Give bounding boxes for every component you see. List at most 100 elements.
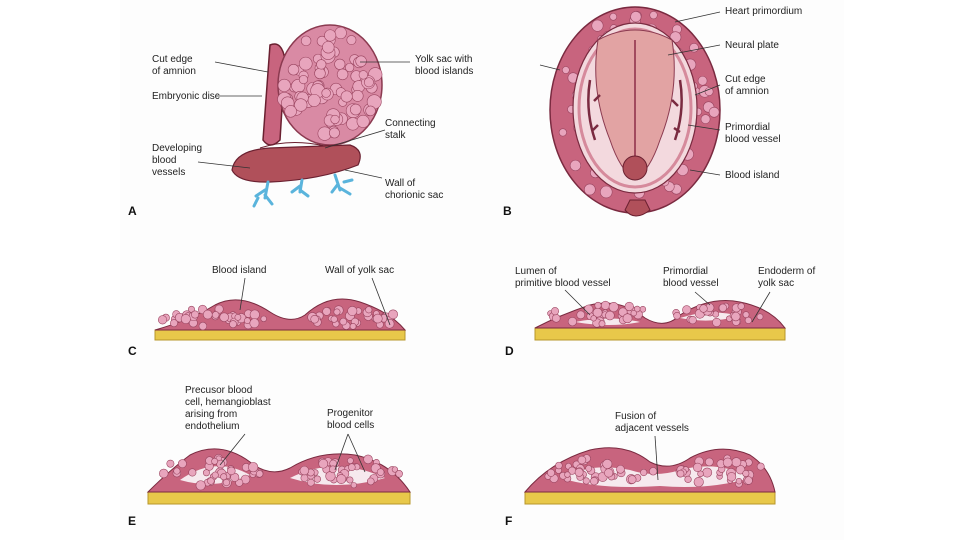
tissue-cell <box>365 105 376 117</box>
tissue-cell <box>569 159 582 172</box>
panel-b-drawing <box>549 6 721 217</box>
tissue-cell <box>350 482 357 489</box>
tissue-cell <box>170 319 178 328</box>
tissue-cell <box>624 301 634 312</box>
tissue-cell <box>294 98 308 112</box>
tissue-cell <box>299 465 310 476</box>
tissue-cell <box>351 89 364 102</box>
tissue-cell <box>202 309 213 320</box>
tissue-cell <box>756 313 764 321</box>
tissue-cell <box>330 114 340 125</box>
tissue-cell <box>298 74 309 85</box>
tissue-cell <box>363 77 374 88</box>
endoderm-strip <box>534 327 786 341</box>
tissue-cell <box>604 468 614 478</box>
developing-vessels <box>252 173 354 208</box>
tissue-cell <box>333 308 341 316</box>
endoderm-strip <box>147 491 411 505</box>
tissue-cell <box>249 318 260 329</box>
tissue-cell <box>349 322 357 330</box>
tissue-cell <box>744 316 752 324</box>
tissue-cell <box>547 468 555 477</box>
tissue-cell <box>347 306 358 317</box>
panel-label-e: E <box>128 514 137 528</box>
tissue-cell <box>219 312 229 323</box>
tissue-cell <box>307 478 315 487</box>
tissue-cell <box>551 314 561 323</box>
tissue-cell <box>704 87 714 96</box>
tissue-cell <box>159 468 169 479</box>
tissue-cell <box>630 11 642 23</box>
tissue-cell <box>347 457 354 464</box>
tissue-cell <box>346 35 357 45</box>
tissue-cell <box>594 301 602 309</box>
tissue-cell <box>300 35 312 47</box>
tissue-cell <box>589 477 599 486</box>
tissue-cell <box>731 311 741 322</box>
panel-f-drawing <box>523 447 776 505</box>
mesoderm-cells <box>547 300 764 328</box>
panel-e-drawing <box>146 448 411 505</box>
tissue-cell <box>372 313 383 324</box>
tissue-cell <box>336 68 349 81</box>
tissue-cell <box>322 41 335 54</box>
tissue-cell <box>742 469 750 477</box>
tissue-cell <box>334 26 347 40</box>
label-wall-chorionic-sac: Wall of chorionic sac <box>385 178 444 201</box>
label-connecting-stalk: Connecting stalk <box>385 118 436 141</box>
tissue-cell <box>692 462 703 472</box>
tissue-cell <box>630 310 637 317</box>
tissue-cell <box>704 457 714 467</box>
tissue-cell <box>277 78 291 92</box>
tissue-cell <box>346 476 354 484</box>
panel-label-d: D <box>505 344 514 358</box>
tissue-cell <box>318 458 329 469</box>
tissue-cell <box>157 315 168 325</box>
mesoderm-mounds <box>146 448 411 493</box>
mesoderm-cells <box>544 454 765 488</box>
tissue-cell <box>376 468 385 476</box>
tissue-cell <box>395 470 403 478</box>
tissue-cell <box>649 467 658 476</box>
tissue-cell <box>322 307 331 316</box>
panel-d-drawing <box>534 300 787 341</box>
tissue-cell <box>365 306 373 314</box>
endoderm-strip <box>524 491 776 505</box>
heart-primordium <box>622 155 648 181</box>
tissue-cell <box>676 469 685 478</box>
label-developing-vessels: Developing blood vessels <box>152 143 203 178</box>
label-lumen-primitive-vessel: Lumen of primitive blood vessel <box>515 266 611 289</box>
tissue-cell <box>731 457 742 468</box>
tissue-cell <box>742 311 750 319</box>
tissue-cell <box>735 465 746 475</box>
label-cut-edge-amnion-a: Cut edge of amnion <box>152 54 196 77</box>
tissue-cell <box>255 470 264 478</box>
tissue-cell <box>198 321 208 331</box>
tissue-cell <box>287 64 300 76</box>
tissue-cell <box>195 480 206 491</box>
tissue-cell <box>599 185 613 199</box>
tissue-cell <box>699 304 708 313</box>
tissue-cell <box>347 463 356 472</box>
tissue-cell <box>180 314 191 325</box>
tissue-cell <box>211 311 220 319</box>
tissue-cell <box>188 468 197 477</box>
tissue-cell <box>330 315 338 323</box>
tissue-cell <box>356 114 370 128</box>
amnion-rim <box>577 27 693 189</box>
tissue-cell <box>211 457 219 465</box>
label-neural-plate: Neural plate <box>725 40 779 51</box>
tissue-cell <box>234 313 242 321</box>
tissue-cell <box>313 475 321 483</box>
tissue-cell <box>605 310 615 321</box>
tissue-cell <box>700 114 711 124</box>
tissue-cell <box>321 88 331 98</box>
tissue-cell <box>214 304 224 314</box>
tissue-cell <box>583 304 594 315</box>
tissue-cell <box>600 300 610 310</box>
label-blood-island-c: Blood island <box>212 265 267 276</box>
tissue-cell <box>718 303 727 312</box>
tissue-cell <box>735 477 743 485</box>
tissue-cell <box>564 471 571 478</box>
panel-label-b: B <box>503 204 512 218</box>
